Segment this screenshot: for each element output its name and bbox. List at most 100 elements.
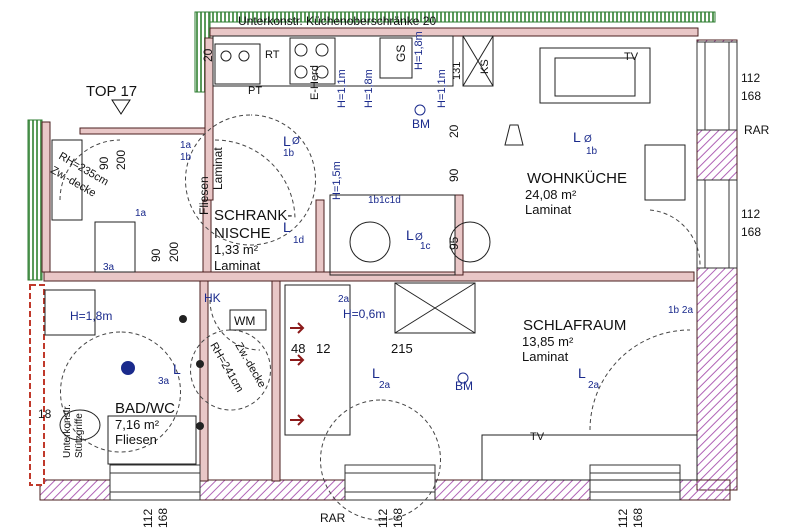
bedroom-area: 13,85 m² [522, 334, 574, 349]
smoke-detector-icon-2 [457, 372, 469, 384]
lamp-1d-code: 1d [293, 235, 304, 246]
window-right-top-h: 168 [741, 89, 761, 103]
dim-90b: 90 [149, 248, 163, 262]
tv-label-2: TV [530, 431, 545, 443]
top-marker-icon [111, 99, 131, 115]
living-room-floor: Laminat [525, 202, 572, 217]
lamp-1c: L [406, 227, 414, 243]
washing-machine-box [229, 309, 267, 331]
hall-floor-laminate: Laminat [211, 147, 225, 190]
window-right-mid-h: 168 [741, 225, 761, 239]
window-right-top-w: 112 [741, 71, 760, 85]
dim-131: 131 [451, 62, 463, 80]
stove-label: E-Herd [309, 65, 321, 100]
height-0-6: H=0,6m [343, 307, 385, 321]
hood-icon [504, 124, 524, 146]
lamp-living-code: 1b [586, 146, 598, 157]
dim-18: 18 [38, 407, 52, 421]
pt-label: PT [248, 85, 262, 97]
windows [109, 41, 738, 501]
bath-name: BAD/WC [115, 400, 175, 417]
fridge-label: KS [479, 59, 491, 74]
rt-label: RT [265, 49, 280, 61]
lamp-1b-phi: Ø [292, 136, 300, 147]
window-bottom-2-h: 168 [391, 508, 405, 528]
lamp-1a: 1a [135, 208, 147, 219]
lamp-3a-code: 3a [158, 376, 170, 387]
closet-floor: Laminat [214, 258, 261, 273]
height-1-1b: H=1,1m [436, 69, 448, 108]
lamp-2a-b: L [578, 365, 586, 381]
lamp-3a: L [173, 361, 181, 377]
bath-area: 7,16 m² [115, 417, 160, 432]
rar-bottom: RAR [320, 511, 346, 525]
substructure: Unterkonstr. [62, 404, 73, 458]
lamp-living: L [573, 129, 581, 145]
dim-90a: 90 [97, 156, 111, 170]
height-1-1a: H=1,1m [336, 69, 348, 108]
radiator-valve-icon-1 [179, 315, 187, 323]
window-bottom-1-w: 112 [141, 509, 155, 528]
lamp-3a-hall: 3a [103, 262, 115, 273]
ceiling-fan-icon [121, 361, 135, 375]
lamp-1c-code: 1c [420, 241, 431, 252]
living-room-area: 24,08 m² [525, 187, 577, 202]
lamp-1c-phi: Ø [415, 232, 423, 243]
switch-1b-2a: 1b 2a [668, 305, 693, 316]
arrow-icon-1 [290, 322, 305, 334]
dim-90c: 90 [447, 168, 461, 182]
closet-name-2: NISCHE [214, 225, 271, 242]
door-swings [59, 114, 701, 521]
switch-1b1c1d: 1b1c1d [368, 195, 401, 206]
lamp-2a-a: L [372, 365, 380, 381]
height-1-5: H=1,5m [331, 161, 343, 200]
smoke-detector-icon-1 [414, 104, 426, 116]
lamp-living-phi: Ø [584, 134, 592, 145]
height-1-8c: H=1,8m [70, 309, 112, 323]
arrow-icon-2 [290, 354, 305, 366]
dim-20a: 20 [447, 124, 461, 138]
bm-label-2: BM [455, 379, 473, 393]
lamp-2a-b-code: 2a [588, 380, 600, 391]
bedroom-floor: Laminat [522, 349, 569, 364]
tv-label-1: TV [624, 51, 639, 63]
closet-area: 1,33 m² [214, 242, 259, 257]
window-bottom-3-h: 168 [631, 508, 645, 528]
window-bottom-2-w: 112 [376, 509, 390, 528]
top-label: TOP 17 [86, 83, 137, 100]
arrow-icon-3 [290, 414, 305, 426]
grab-bars: Stützgriffe [74, 413, 85, 458]
furniture [44, 47, 698, 481]
interior-walls [41, 27, 699, 482]
radiator-valve-icon-2 [196, 360, 204, 368]
hall-floor-tiles: Fliesen [197, 176, 211, 215]
bath-floor: Fliesen [115, 432, 157, 447]
window-bottom-3-w: 112 [616, 509, 630, 528]
dim-95: 95 [447, 236, 461, 250]
kitchen-counter [212, 35, 494, 87]
electrical-symbols: L Ø 1b L Ø 1b L Ø 1c L 1d 1a 1a 1b 1b1c1… [103, 104, 693, 430]
dim-200a: 200 [114, 150, 128, 170]
lamp-1b-code: 1b [283, 148, 295, 159]
lamp-2a-a-code: 2a [379, 380, 391, 391]
closet-name-1: SCHRANK- [214, 207, 292, 224]
living-room-name: WOHNKÜCHE [527, 169, 627, 187]
switch-1a-1b: 1a [180, 140, 192, 151]
wm-label: WM [234, 314, 255, 328]
kitchen-cabinets-label: Unterkonstr. Küchenoberschränke 20 [238, 14, 436, 28]
window-right-mid-w: 112 [741, 207, 760, 221]
dim-20b: 20 [201, 48, 215, 62]
dishwasher-label: GS [394, 45, 408, 62]
radiator-valve-icon-3 [196, 422, 204, 430]
height-1-8a: H=1,8m [363, 69, 375, 108]
hk-label: HK [204, 291, 221, 305]
switch-1b-1b: 1b [180, 152, 192, 163]
height-1-8b: H=1,8m [413, 31, 425, 70]
dim-48: 48 [291, 341, 305, 356]
lamp-1b: L [283, 133, 291, 149]
dim-12: 12 [316, 341, 330, 356]
dim-200b: 200 [167, 242, 181, 262]
rar-right: RAR [744, 123, 770, 137]
dim-215: 215 [391, 341, 413, 356]
